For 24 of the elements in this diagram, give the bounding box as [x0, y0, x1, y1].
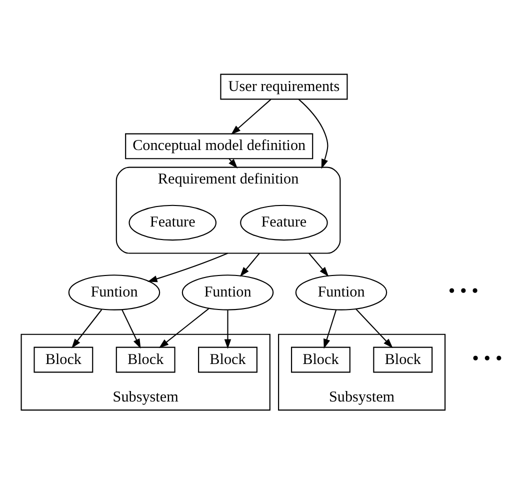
node-box: Block [198, 346, 258, 373]
arrow [158, 308, 210, 348]
node-ellipse: Feature [128, 204, 217, 241]
arrow [72, 309, 102, 348]
node-box: Conceptual model definition [125, 133, 314, 160]
arrow [122, 310, 141, 349]
label: • • • [448, 281, 478, 302]
node-box: Block [34, 346, 94, 373]
arrow [308, 252, 329, 277]
node-ellipse: Feature [240, 204, 328, 241]
arrow [230, 99, 272, 135]
node-ellipse: Funtion [182, 274, 274, 310]
label: • • • [472, 348, 502, 370]
arrow [240, 252, 260, 277]
arrow [356, 308, 393, 348]
arrow [224, 310, 232, 349]
node-box: Block [116, 346, 176, 373]
arrow [324, 310, 337, 349]
node-ellipse: Funtion [295, 274, 388, 310]
arrow [148, 252, 228, 282]
node-box: Block [373, 346, 433, 373]
arrow [298, 98, 328, 169]
node-box: User requirements [220, 74, 348, 100]
node-box: Block [290, 346, 350, 373]
